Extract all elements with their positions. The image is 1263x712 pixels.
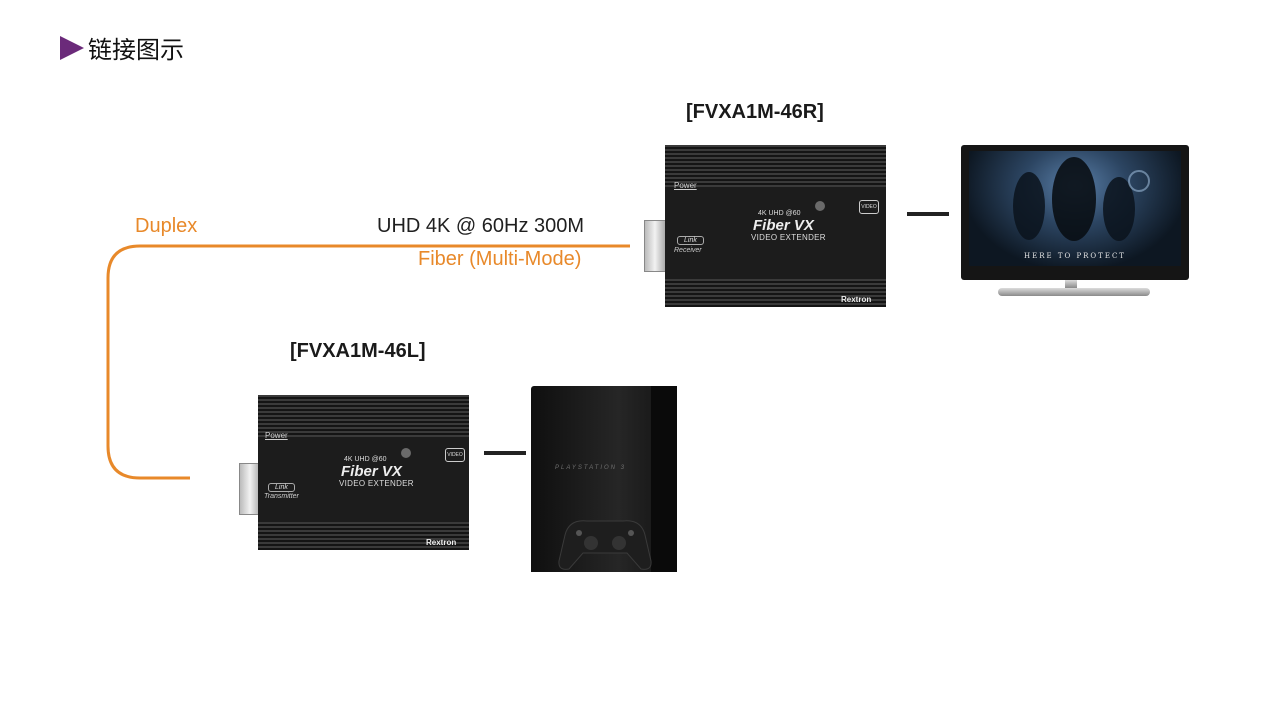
fiber-medium-label: Fiber (Multi-Mode) <box>418 248 582 270</box>
transmitter-power-led <box>401 448 411 458</box>
tv-tagline: HERE TO PROTECT <box>1024 252 1126 260</box>
console-logo: PLAYSTATION 3 <box>555 465 627 471</box>
tv-stand-base <box>998 288 1150 296</box>
receiver-product-name: Fiber VX <box>753 217 814 234</box>
transmitter-device: Power VIDEO 4K UHD @60 Fiber VX VIDEO EX… <box>258 395 469 550</box>
receiver-model-label: [FVXA1M-46R] <box>686 101 824 123</box>
transmitter-model-label: [FVXA1M-46L] <box>290 340 426 362</box>
receiver-power-label: Power <box>674 181 697 190</box>
receiver-role-label: Receiver <box>674 247 702 254</box>
receiver-face <box>665 187 886 279</box>
transmitter-top-ribs <box>258 395 469 437</box>
transmitter-4k-badge: 4K UHD @60 <box>344 456 387 463</box>
fiber-cable-line <box>106 244 630 480</box>
transmitter-role-label: Transmitter <box>264 493 299 500</box>
link-spec-label: UHD 4K @ 60Hz 300M <box>377 215 585 237</box>
transmitter-bottom-ribs <box>258 522 469 550</box>
heading-text: 链接图示 <box>88 36 184 64</box>
television: HERE TO PROTECT <box>961 145 1189 280</box>
receiver-subtitle: VIDEO EXTENDER <box>751 233 826 242</box>
receiver-link-label: Link <box>677 236 704 245</box>
transmitter-link-label: Link <box>268 483 295 492</box>
transmitter-subtitle: VIDEO EXTENDER <box>339 479 414 488</box>
receiver-video-port-icon: VIDEO <box>859 200 879 214</box>
transmitter-brand-label: Rextron <box>426 538 457 547</box>
movie-poster-figures <box>1013 157 1150 241</box>
transmitter-to-console-cable <box>484 451 526 455</box>
receiver-top-ribs <box>665 145 886 187</box>
tv-screen: HERE TO PROTECT <box>969 151 1181 266</box>
receiver-to-tv-cable <box>907 212 949 216</box>
tv-stand-neck <box>1065 280 1077 288</box>
section-heading: 链接图示 <box>60 30 184 65</box>
gamepad-icon <box>558 520 652 570</box>
receiver-device: Power VIDEO 4K UHD @60 Fiber VX VIDEO EX… <box>665 145 886 307</box>
receiver-brand-label: Rextron <box>841 295 872 304</box>
transmitter-video-port-icon: VIDEO <box>445 448 465 462</box>
receiver-fiber-connector <box>644 220 666 272</box>
receiver-4k-badge: 4K UHD @60 <box>758 210 801 217</box>
transmitter-product-name: Fiber VX <box>341 463 402 480</box>
transmitter-power-label: Power <box>265 431 288 440</box>
duplex-label: Duplex <box>135 215 198 237</box>
console-side-panel <box>651 386 677 572</box>
transmitter-face <box>258 437 469 522</box>
receiver-power-led <box>815 201 825 211</box>
receiver-bottom-ribs <box>665 279 886 307</box>
triangle-bullet-icon <box>60 35 84 60</box>
